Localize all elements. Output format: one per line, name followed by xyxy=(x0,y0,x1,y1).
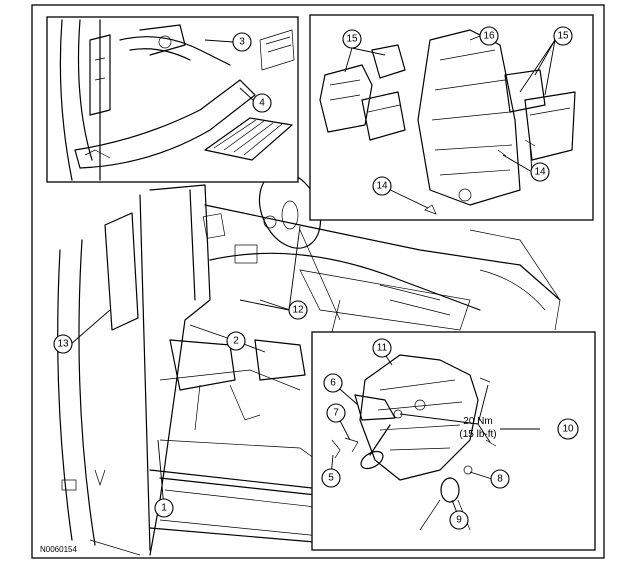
svg-text:9: 9 xyxy=(456,515,462,526)
callout-12: 12 xyxy=(288,300,308,320)
callout-14-right: 14 xyxy=(530,162,550,182)
svg-text:12: 12 xyxy=(292,305,304,316)
svg-text:11: 11 xyxy=(377,343,388,354)
callout-10: 10 xyxy=(557,418,579,440)
callout-11: 11 xyxy=(372,338,392,358)
callout-16: 16 xyxy=(479,26,499,46)
leader-lines xyxy=(70,35,556,519)
callout-9: 9 xyxy=(449,510,469,530)
svg-text:1: 1 xyxy=(161,503,167,514)
callout-4: 4 xyxy=(252,93,272,113)
figure-id: N0060154 xyxy=(40,545,77,554)
callout-3: 3 xyxy=(232,32,252,52)
torque-metric: 20 Nm xyxy=(463,416,492,427)
svg-text:13: 13 xyxy=(57,339,69,350)
callout-7: 7 xyxy=(326,403,346,423)
callout-8: 8 xyxy=(490,469,510,489)
svg-text:14: 14 xyxy=(376,181,388,192)
svg-text:7: 7 xyxy=(333,408,339,419)
callout-1: 1 xyxy=(154,498,174,518)
callout-15-right: 15 xyxy=(553,26,573,46)
svg-text:15: 15 xyxy=(557,31,569,42)
callout-6: 6 xyxy=(323,373,343,393)
callout-15-left: 15 xyxy=(342,29,362,49)
svg-text:2: 2 xyxy=(233,336,239,347)
svg-text:5: 5 xyxy=(328,473,334,484)
svg-text:6: 6 xyxy=(330,378,336,389)
svg-text:14: 14 xyxy=(534,167,546,178)
svg-text:10: 10 xyxy=(562,424,574,435)
svg-text:15: 15 xyxy=(346,34,358,45)
svg-text:16: 16 xyxy=(483,31,495,42)
callout-13: 13 xyxy=(53,334,73,354)
callout-14-left: 14 xyxy=(372,176,392,196)
torque-imperial: (15 lb-ft) xyxy=(459,429,496,440)
svg-text:8: 8 xyxy=(497,474,503,485)
callout-5: 5 xyxy=(321,468,341,488)
svg-text:4: 4 xyxy=(259,98,265,109)
svg-text:3: 3 xyxy=(239,37,245,48)
callout-2: 2 xyxy=(226,331,246,351)
